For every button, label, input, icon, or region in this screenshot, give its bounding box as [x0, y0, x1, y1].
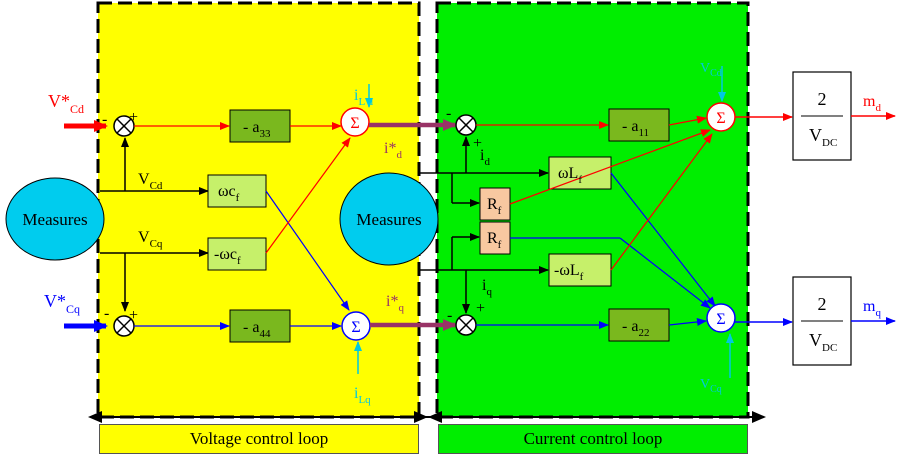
sign-plus-id: +: [473, 135, 482, 152]
label-id: id: [480, 147, 490, 168]
label-vcd-ref: V*Cd: [48, 91, 84, 116]
label-md: md: [863, 93, 881, 114]
sum-d-voltage-symbol: Σ: [350, 115, 359, 132]
comparator-q-voltage: [113, 315, 135, 337]
label-vcq-ref: V*Cq: [44, 291, 80, 316]
label-vcq-ff: VCq: [700, 377, 722, 395]
label-vcq: VCq: [138, 229, 163, 250]
block-wcf-label: ωcf: [218, 183, 240, 204]
label-iq-ref: i*q: [386, 293, 404, 314]
block-a44: [229, 309, 291, 343]
block-neg-wcf: [207, 237, 267, 271]
gain-q-denominator: VDC: [809, 330, 837, 354]
sign-minus-vq: -: [104, 305, 109, 322]
sign-plus-iq: +: [476, 300, 485, 317]
measures-right-ellipse: [339, 172, 439, 266]
block-rf-top-label: Rf: [487, 196, 502, 217]
block-neg-wlf-label: -ωLf: [554, 262, 584, 283]
block-rf-top: [479, 187, 511, 221]
sum-q-current-symbol: Σ: [716, 311, 725, 328]
sign-plus-vd: +: [129, 109, 138, 126]
gain-d-numerator: 2: [818, 89, 827, 109]
block-a11: [608, 108, 670, 142]
label-vcd-ff: VCd: [700, 61, 722, 79]
sign-plus-vq: +: [129, 307, 138, 324]
label-mq: mq: [863, 298, 881, 319]
gain-d-denominator: VDC: [809, 125, 837, 149]
label-vcd: VCd: [138, 171, 163, 192]
current-loop-label: Current control loop: [438, 424, 748, 454]
gain-q-numerator: 2: [818, 294, 827, 314]
block-a33: [229, 109, 291, 143]
sum-d-current-symbol: Σ: [716, 110, 725, 127]
sum-q-current: [706, 303, 736, 333]
block-wlf-label: ωLf: [558, 165, 582, 186]
block-a44-label: - a44: [243, 319, 271, 340]
block-wcf: [207, 174, 267, 208]
block-neg-wcf-label: -ωcf: [214, 246, 241, 267]
sign-minus-id: -: [446, 105, 451, 122]
block-wlf: [548, 156, 612, 190]
sign-minus-vd: -: [102, 111, 107, 128]
voltage-loop-label: Voltage control loop: [99, 424, 419, 454]
label-id-ref: i*d: [384, 140, 402, 161]
loop-span-arrow: [88, 411, 766, 423]
measures-left-label: Measures: [22, 210, 87, 229]
block-rf-bottom-label: Rf: [487, 230, 502, 251]
measures-right-label: Measures: [356, 210, 421, 229]
label-iq: iq: [482, 277, 492, 298]
sign-minus-iq: -: [447, 307, 452, 324]
block-a33-label: - a33: [243, 119, 271, 140]
comparator-d-current: [455, 114, 477, 136]
label-ild: iL d: [354, 87, 374, 108]
block-a22: [608, 308, 670, 342]
label-ilq: iLq: [354, 385, 371, 406]
block-a11-label: - a11: [622, 118, 649, 139]
sum-q-voltage-symbol: Σ: [351, 319, 360, 336]
measures-left-ellipse: [5, 177, 105, 261]
sum-d-voltage: [340, 107, 370, 137]
comparator-q-current: [455, 314, 477, 336]
block-a22-label: - a22: [622, 318, 649, 339]
